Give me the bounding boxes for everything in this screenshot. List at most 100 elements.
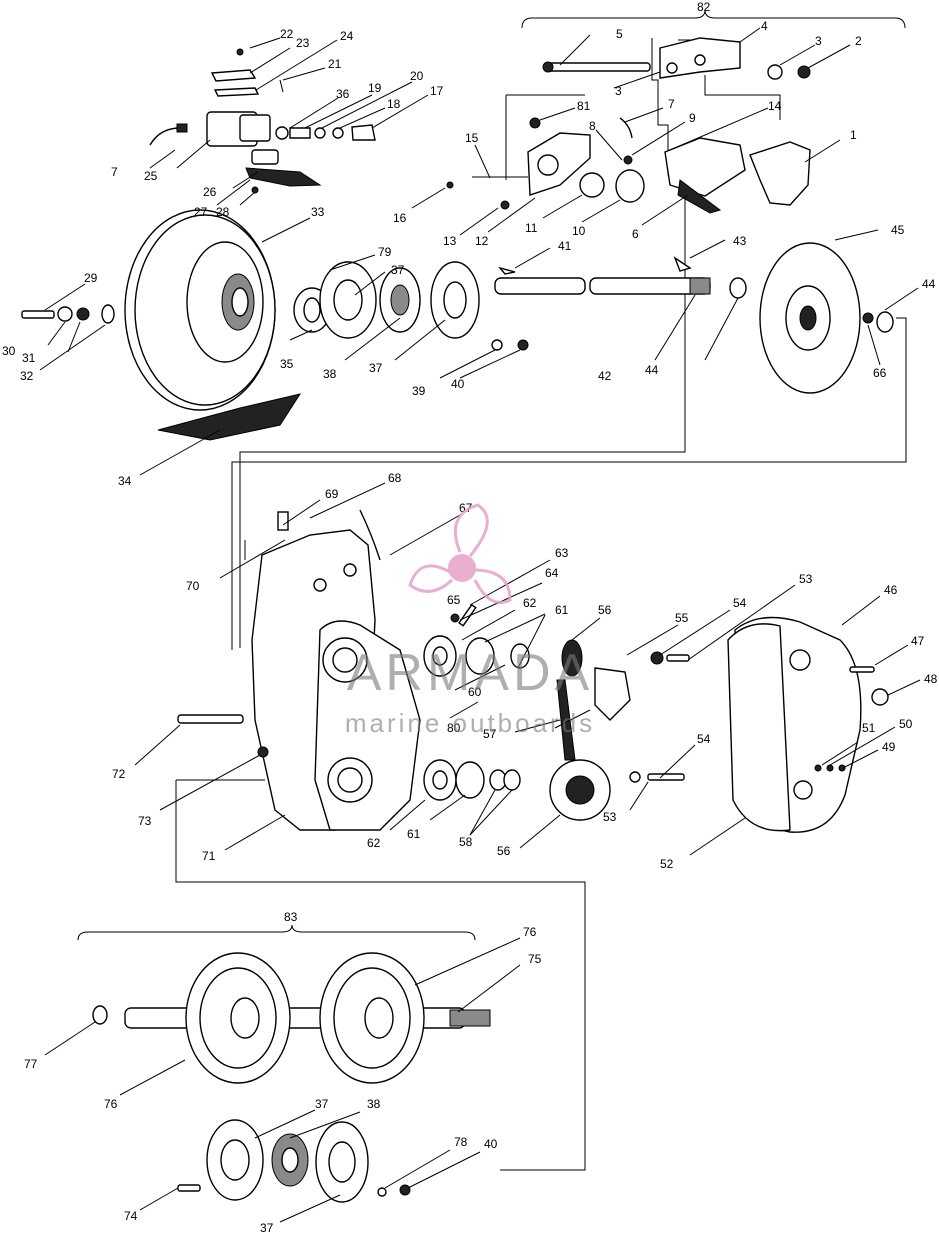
label-1: 1 [850, 128, 857, 142]
drive-pulley [124, 209, 302, 441]
label-3: 3 [815, 34, 822, 48]
label-72: 72 [112, 767, 126, 781]
label-13: 13 [443, 234, 457, 248]
label-49: 49 [882, 740, 896, 754]
label-8: 8 [589, 119, 596, 133]
label-10: 10 [572, 224, 586, 238]
label-9: 9 [689, 111, 696, 125]
label-51: 51 [862, 721, 876, 735]
label-48: 48 [924, 672, 938, 686]
bracket-82 [521, 9, 906, 29]
label-35: 35 [280, 357, 294, 371]
label-50: 50 [899, 717, 913, 731]
driveshaft [494, 256, 747, 299]
label-11: 11 [525, 221, 538, 235]
label-12: 12 [475, 234, 489, 248]
label-29: 29 [84, 271, 98, 285]
bearing-set-upper [293, 261, 529, 351]
label-23: 23 [296, 36, 310, 50]
label-31: 31 [22, 351, 36, 365]
label-62b: 62 [367, 836, 381, 850]
label-53: 53 [799, 572, 813, 586]
label-44b: 44 [645, 363, 659, 377]
label-77: 77 [24, 1057, 38, 1071]
axle-hardware-left [21, 304, 115, 324]
label-26: 26 [203, 185, 217, 199]
label-45: 45 [891, 223, 905, 237]
label-7: 7 [668, 97, 675, 111]
label-54: 54 [733, 596, 747, 610]
label-2: 2 [855, 34, 862, 48]
label-63: 63 [555, 546, 569, 560]
label-78: 78 [454, 1135, 468, 1149]
label-73: 73 [138, 814, 152, 828]
label-21: 21 [328, 57, 342, 71]
label-4: 4 [761, 19, 768, 33]
label-18: 18 [387, 97, 401, 111]
label-81: 81 [577, 99, 591, 113]
label-37: 37 [391, 263, 405, 277]
label-44: 44 [922, 277, 936, 291]
label-6: 6 [632, 227, 639, 241]
label-76b: 76 [104, 1097, 118, 1111]
label-30: 30 [2, 344, 16, 358]
label-34: 34 [118, 474, 132, 488]
label-47: 47 [911, 634, 925, 648]
label-68: 68 [388, 471, 402, 485]
label-22: 22 [280, 27, 294, 41]
chaincase-cover [727, 616, 889, 833]
label-5: 5 [616, 27, 623, 41]
label-19: 19 [368, 81, 382, 95]
watermark-tagline: marine outboards [345, 708, 595, 738]
label-46: 46 [884, 583, 898, 597]
label-52: 52 [660, 857, 674, 871]
chaincase-housing [177, 509, 421, 831]
label-37d: 37 [260, 1221, 274, 1233]
label-57: 57 [483, 727, 497, 741]
chaincase-internals [423, 603, 690, 821]
label-69: 69 [325, 487, 339, 501]
label-24: 24 [340, 29, 354, 43]
label-16: 16 [393, 211, 407, 225]
label-76: 76 [523, 925, 537, 939]
label-83: 83 [284, 910, 298, 924]
track-driveshaft [92, 952, 491, 1084]
label-40: 40 [451, 377, 465, 391]
label-79: 79 [378, 245, 392, 259]
label-40b: 40 [484, 1137, 498, 1151]
label-37c: 37 [315, 1097, 329, 1111]
label-65: 65 [447, 593, 461, 607]
label-80: 80 [447, 721, 461, 735]
label-38b: 38 [367, 1097, 381, 1111]
watermark-brand: ARMADA [347, 644, 593, 702]
label-39: 39 [412, 384, 426, 398]
label-20: 20 [410, 69, 424, 83]
label-82: 82 [697, 0, 711, 14]
label-3b: 3 [615, 84, 622, 98]
leader-lines [39, 27, 921, 1223]
label-53b: 53 [603, 810, 617, 824]
label-7b: 7 [111, 165, 118, 179]
label-54b: 54 [697, 732, 711, 746]
label-41: 41 [558, 239, 572, 253]
label-15: 15 [465, 131, 479, 145]
label-37b: 37 [369, 361, 383, 375]
label-74: 74 [124, 1209, 138, 1223]
label-27: 27 [194, 205, 208, 219]
armada-watermark: ARMADA marine outboards [345, 503, 595, 738]
bracket-83 [77, 924, 476, 941]
chaincase-mount-parts [446, 37, 811, 214]
bearing-set-lower [177, 1119, 411, 1203]
label-71: 71 [202, 849, 216, 863]
label-56: 56 [598, 603, 612, 617]
label-60: 60 [468, 685, 482, 699]
label-32: 32 [20, 369, 34, 383]
label-17: 17 [430, 84, 444, 98]
label-62: 62 [523, 596, 537, 610]
label-61b: 61 [407, 827, 421, 841]
label-33: 33 [311, 205, 325, 219]
label-56b: 56 [497, 844, 511, 858]
label-28: 28 [216, 205, 230, 219]
